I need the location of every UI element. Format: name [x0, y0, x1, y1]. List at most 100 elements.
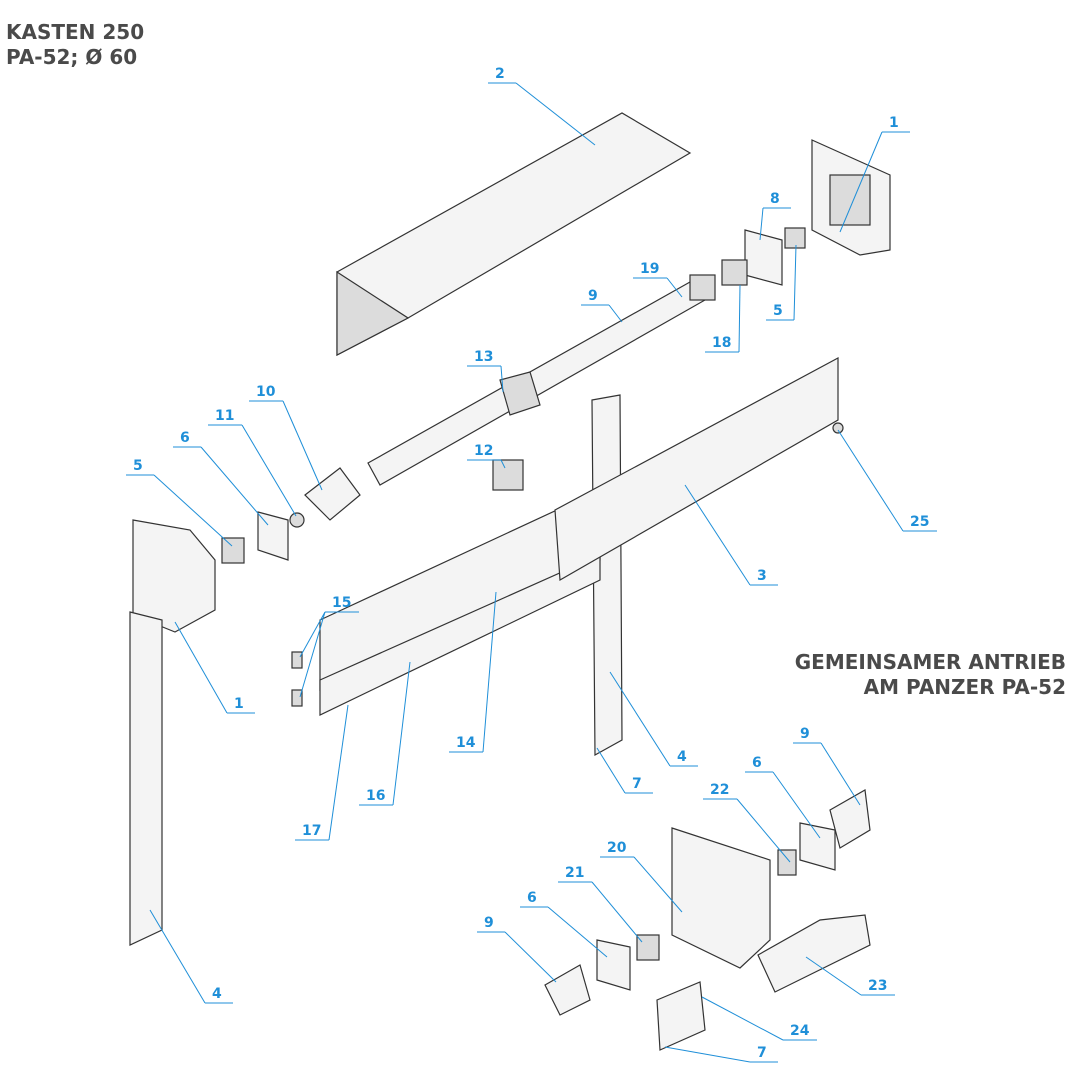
- callout-leader-line: [482, 591, 497, 753]
- callout-number: 22: [710, 782, 729, 798]
- callout-leader-line: [666, 277, 683, 298]
- common-drive-box: [671, 827, 771, 969]
- callout-7: 7: [596, 747, 653, 794]
- callout-9: 9: [581, 288, 623, 323]
- callout-leader-line: [664, 1046, 751, 1063]
- callout-number: 10: [256, 384, 276, 400]
- callout-number: 23: [868, 978, 887, 994]
- callout-leader-line: [839, 131, 883, 233]
- diagram-title: KASTEN 250 PA-52; Ø 60: [6, 20, 144, 70]
- callout-leader-line: [504, 931, 557, 983]
- callout-6: 6: [745, 755, 821, 839]
- callout-number: 4: [212, 986, 222, 1002]
- end-clip-15a: [291, 651, 303, 669]
- shaft-adapter-13: [499, 371, 541, 416]
- callout-4: 4: [149, 909, 233, 1004]
- callout-number: 8: [770, 191, 780, 207]
- bottom-bar-3: [554, 356, 839, 581]
- callout-10: 10: [249, 384, 323, 491]
- callout-leader-line: [500, 459, 506, 469]
- callout-leader-line: [738, 284, 741, 353]
- callout-number: 20: [607, 840, 627, 856]
- callout-labels: 2181995181310116512253151471416179622202…: [126, 66, 937, 1063]
- cover-edge: [336, 270, 410, 356]
- callout-number: 5: [133, 458, 143, 474]
- title-line-1: KASTEN 250: [6, 20, 145, 44]
- callout-leader-line: [701, 996, 784, 1041]
- clip-22: [777, 849, 797, 876]
- callout-5: 5: [766, 244, 797, 321]
- callout-leader-line: [500, 365, 504, 393]
- guide-rail-24: [656, 981, 706, 1051]
- section-title: GEMEINSAMER ANTRIEB AM PANZER PA-52: [795, 650, 1066, 700]
- callout-number: 7: [757, 1045, 767, 1061]
- callout-5: 5: [126, 458, 233, 547]
- bearing-plate: [744, 229, 783, 286]
- section-title-line-1: GEMEINSAMER ANTRIEB: [794, 650, 1066, 674]
- callout-leader-line: [153, 474, 233, 547]
- callout-9: 9: [793, 726, 861, 806]
- callout-leader-line: [515, 82, 596, 146]
- callout-leader-line: [805, 956, 862, 996]
- stopper-25: [832, 422, 844, 434]
- end-cap-left: [132, 519, 216, 633]
- callout-20: 20: [600, 840, 683, 913]
- callout-number: 17: [302, 823, 321, 839]
- callout-number: 4: [677, 749, 687, 765]
- guide-rail-left: [129, 611, 163, 946]
- end-cap-inner: [829, 174, 871, 226]
- callout-number: 6: [752, 755, 762, 771]
- callout-leader-line: [608, 304, 623, 323]
- callout-number: 6: [527, 890, 537, 906]
- callout-leader-line: [596, 747, 626, 794]
- callout-number: 2: [495, 66, 505, 82]
- callout-leader-line: [392, 661, 411, 806]
- adapter-10: [304, 467, 361, 521]
- plate-6-right: [799, 822, 836, 871]
- callout-leader-line: [820, 742, 861, 806]
- callout-number: 11: [215, 408, 234, 424]
- callout-leader-line: [149, 909, 206, 1004]
- callout-leader-line: [547, 906, 608, 958]
- adapter-9-right: [829, 789, 871, 849]
- callout-number: 6: [180, 430, 190, 446]
- callout-number: 21: [565, 865, 584, 881]
- callout-number: 7: [632, 776, 642, 792]
- callout-number: 15: [332, 595, 351, 611]
- clip-5: [784, 227, 806, 249]
- callout-25: 25: [837, 429, 937, 532]
- clip-21: [636, 934, 660, 961]
- callout-7: 7: [664, 1045, 778, 1063]
- callout-15: 15: [299, 595, 359, 698]
- callout-leader-line: [759, 207, 764, 241]
- plate-6: [257, 511, 289, 561]
- callout-6: 6: [173, 430, 269, 526]
- callout-number: 14: [456, 735, 476, 751]
- callout-leader-line: [282, 400, 323, 491]
- callout-leader-line: [633, 856, 683, 913]
- callout-number: 25: [910, 514, 929, 530]
- callout-11: 11: [208, 408, 297, 517]
- callout-21: 21: [558, 865, 643, 943]
- callout-1: 1: [174, 621, 255, 714]
- callout-17: 17: [295, 704, 349, 841]
- callout-number: 1: [889, 115, 899, 131]
- callout-18: 18: [705, 284, 741, 353]
- callout-13: 13: [467, 349, 504, 393]
- bracket: [721, 259, 748, 286]
- callout-leader-line: [299, 611, 326, 658]
- title-line-2: PA-52; Ø 60: [6, 45, 138, 69]
- callout-leader-line: [609, 671, 671, 767]
- end-clip-15b: [291, 689, 303, 707]
- callout-number: 9: [800, 726, 810, 742]
- callout-22: 22: [703, 782, 791, 863]
- section-title-line-2: AM PANZER PA-52: [863, 675, 1066, 699]
- callout-6: 6: [520, 890, 608, 958]
- adapter-9-lower: [544, 964, 591, 1016]
- callout-1: 1: [839, 115, 910, 233]
- callout-16: 16: [359, 661, 411, 806]
- callout-number: 24: [790, 1023, 810, 1039]
- callout-leader-line: [736, 798, 791, 863]
- holder-12: [492, 459, 524, 491]
- callout-number: 9: [484, 915, 494, 931]
